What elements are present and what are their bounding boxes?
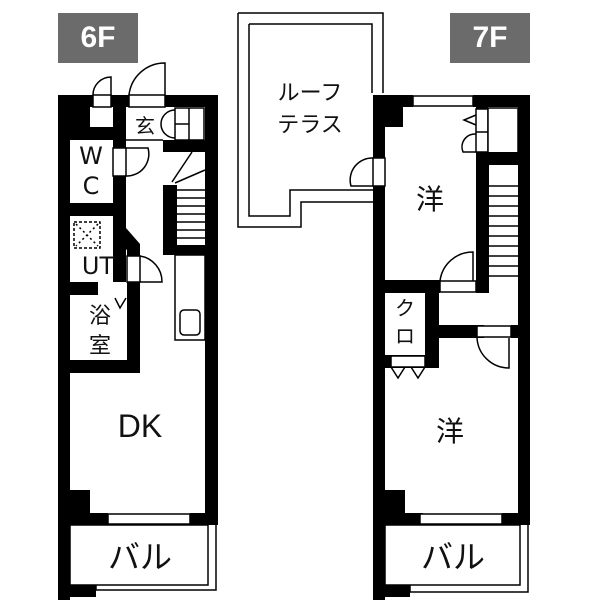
wall — [373, 107, 403, 127]
door-swing — [128, 62, 166, 96]
label-wc-w: W — [79, 142, 103, 170]
closet-box — [487, 107, 519, 156]
stair-treads — [489, 185, 518, 277]
stair-wall — [163, 185, 177, 250]
door-swing — [461, 133, 477, 153]
washer-x — [75, 223, 99, 247]
label-bath-2: 室 — [88, 334, 111, 359]
label-roof-terrace-2: テラス — [277, 113, 343, 138]
label-dk: DK — [117, 408, 163, 444]
floor-7f-plan — [349, 95, 530, 600]
wall — [165, 95, 218, 107]
wall — [439, 325, 484, 338]
wall — [518, 95, 530, 525]
label-roof-terrace-1: ルーフ — [277, 81, 343, 106]
roof-terrace-outer — [237, 12, 384, 228]
stair-treads — [171, 151, 206, 239]
label-western-upper: 洋 — [415, 183, 444, 216]
wall — [58, 585, 96, 597]
roof-door — [372, 157, 386, 187]
door-swing — [92, 76, 112, 96]
wall — [425, 293, 439, 368]
lower-window — [419, 513, 503, 525]
label-wc-c: C — [82, 172, 100, 200]
label-balcony-7f: バル — [420, 538, 485, 576]
wall — [373, 585, 410, 597]
stair-wall — [476, 165, 489, 293]
door-swing — [139, 255, 163, 283]
wall — [70, 360, 140, 373]
wall — [58, 513, 108, 525]
dk-window — [107, 513, 191, 525]
wall — [163, 140, 218, 152]
wall — [373, 95, 413, 107]
closet-fold-door — [390, 355, 426, 368]
wall — [58, 95, 93, 107]
wall — [205, 95, 218, 525]
door-swing — [476, 337, 510, 369]
wc-door — [112, 147, 127, 177]
wall — [511, 325, 530, 338]
door-swing — [125, 147, 150, 177]
ut-door — [126, 255, 141, 283]
window — [92, 94, 112, 108]
wall — [385, 280, 440, 293]
door-swing — [160, 109, 176, 139]
folding-door — [390, 366, 426, 380]
closet-door-mark — [462, 114, 477, 126]
washer-space — [73, 221, 101, 249]
wall — [111, 95, 129, 107]
hall-door — [476, 325, 512, 338]
floor-badge-7f: 7F — [450, 13, 530, 63]
label-balcony-6f: バル — [107, 538, 172, 576]
wall — [127, 282, 140, 372]
balcony-7f — [384, 524, 521, 586]
label-entrance: 玄 — [135, 114, 155, 138]
top-window — [412, 95, 474, 107]
kitchen-counter — [174, 254, 206, 341]
floor-badge-6f: 6F — [58, 13, 138, 63]
wall — [58, 95, 70, 600]
wall — [70, 203, 126, 216]
wall — [70, 490, 90, 515]
closet-door — [475, 108, 489, 153]
label-bath-1: 浴 — [88, 304, 111, 329]
roof-terrace-plan — [237, 12, 384, 228]
wall — [70, 282, 98, 295]
door-swing — [439, 251, 474, 282]
wall — [385, 490, 405, 515]
floor-6f-plan — [58, 62, 218, 600]
sink — [179, 309, 201, 336]
label-ut: UT — [81, 252, 115, 280]
wall — [502, 513, 530, 525]
wall — [190, 513, 218, 525]
roof-terrace-inner — [248, 23, 373, 217]
room-door — [439, 280, 477, 293]
wall — [473, 95, 530, 107]
balcony-6f — [69, 524, 209, 586]
wall — [70, 127, 126, 140]
door-swing — [349, 157, 374, 187]
label-western-lower: 洋 — [435, 415, 464, 448]
wall — [476, 152, 530, 165]
bath-door-mark — [114, 297, 127, 310]
label-closet-1: ク — [395, 296, 415, 320]
label-closet-2: ロ — [395, 324, 415, 348]
wall — [373, 513, 423, 525]
wall — [373, 95, 385, 600]
entrance-door — [128, 94, 166, 108]
stair-wall — [163, 245, 205, 255]
wall — [70, 107, 90, 127]
